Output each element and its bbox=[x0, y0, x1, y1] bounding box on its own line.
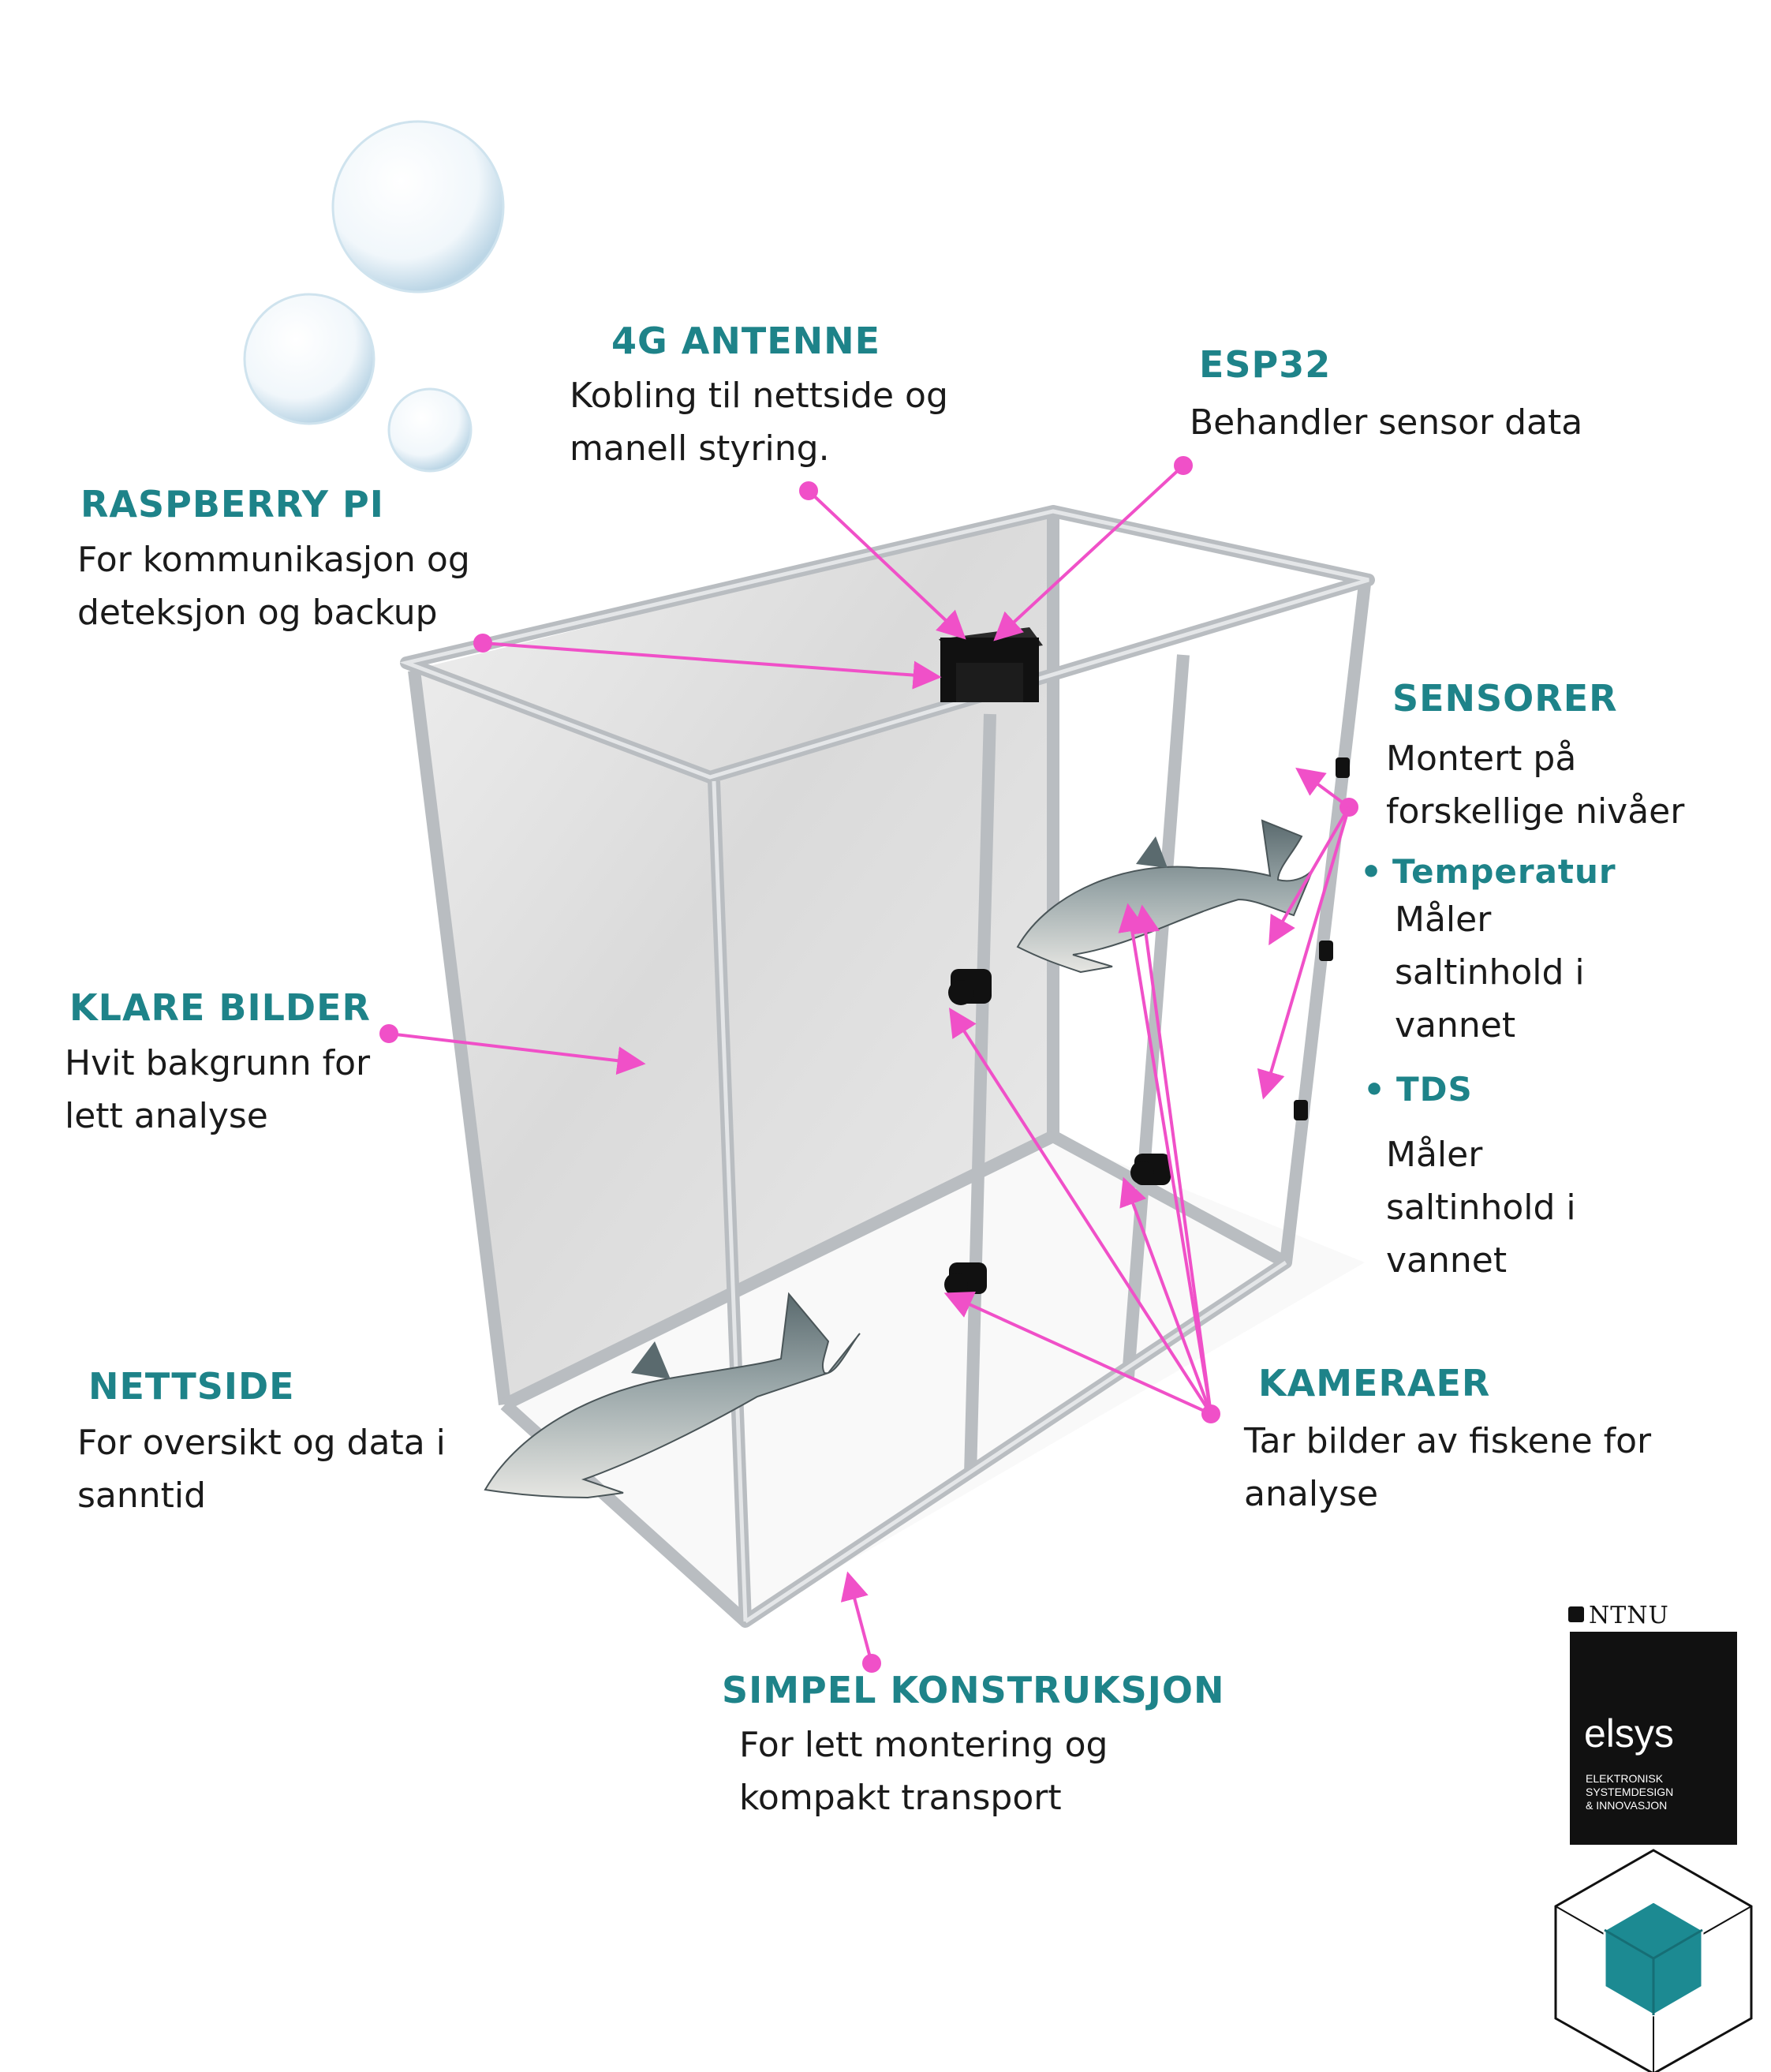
nettside-title: NETTSIDE bbox=[88, 1365, 295, 1408]
nettside-line-1: For oversikt og data i bbox=[77, 1416, 446, 1469]
klare-bilder-title: KLARE BILDER bbox=[69, 986, 371, 1029]
kameraer-line-2: analyse bbox=[1244, 1468, 1651, 1520]
kameraer-description: Tar bilder av fiskene for analyse bbox=[1244, 1415, 1651, 1520]
antenne-title: 4G ANTENNE bbox=[611, 320, 880, 362]
elsys-logo-subtitle: ELEKTRONISK SYSTEMDESIGN & INNOVASJON bbox=[1586, 1772, 1736, 1812]
tds-line-3: vannet bbox=[1386, 1234, 1576, 1287]
simpel-konstruksjon-title: SIMPEL KONSTRUKSJON bbox=[722, 1669, 1224, 1711]
temperatur-description: Måler saltinhold i vannet bbox=[1395, 893, 1585, 1052]
temperatur-line-3: vannet bbox=[1395, 999, 1585, 1052]
raspberry-pi-line-2: deteksjon og backup bbox=[77, 586, 470, 639]
antenne-line-1: Kobling til nettside og bbox=[570, 369, 948, 422]
ntnu-logo-mark-icon bbox=[1568, 1606, 1584, 1622]
ntnu-logo-text: NTNU bbox=[1589, 1602, 1669, 1629]
temperatur-bullet: • bbox=[1360, 852, 1382, 892]
sensorer-title: SENSORER bbox=[1392, 677, 1618, 720]
elsys-cube-icon bbox=[1556, 1850, 1751, 2072]
bubble-medium bbox=[245, 294, 374, 424]
raspberry-pi-description: For kommunikasjon og deteksjon og backup bbox=[77, 533, 470, 639]
bubble-small bbox=[389, 389, 471, 471]
simpel-konstruksjon-description: For lett montering og kompakt transport bbox=[739, 1719, 1108, 1824]
sensorer-line-1: Montert på bbox=[1386, 732, 1684, 785]
simpel-konstruksjon-line-2: kompakt transport bbox=[739, 1771, 1108, 1824]
tds-line-2: saltinhold i bbox=[1386, 1181, 1576, 1234]
electronics-box bbox=[939, 627, 1043, 702]
klare-bilder-description: Hvit bakgrunn for lett analyse bbox=[65, 1037, 370, 1143]
temperatur-title: Temperatur bbox=[1392, 852, 1616, 891]
nettside-description: For oversikt og data i sanntid bbox=[77, 1416, 446, 1522]
tds-line-1: Måler bbox=[1386, 1128, 1576, 1181]
sensorer-line-2: forskellige nivåer bbox=[1386, 785, 1684, 838]
klare-bilder-line-2: lett analyse bbox=[65, 1090, 370, 1143]
sensorer-description: Montert på forskellige nivåer bbox=[1386, 732, 1684, 838]
tds-description: Måler saltinhold i vannet bbox=[1386, 1128, 1576, 1287]
temperatur-line-1: Måler bbox=[1395, 893, 1585, 946]
bubble-large bbox=[333, 122, 503, 292]
raspberry-pi-title: RASPBERRY PI bbox=[80, 483, 384, 525]
tds-bullet: • bbox=[1363, 1070, 1385, 1110]
kameraer-title: KAMERAER bbox=[1258, 1362, 1490, 1404]
antenne-line-2: manell styring. bbox=[570, 422, 948, 475]
raspberry-pi-line-1: For kommunikasjon og bbox=[77, 533, 470, 586]
temperatur-line-2: saltinhold i bbox=[1395, 946, 1585, 999]
klare-bilder-line-1: Hvit bakgrunn for bbox=[65, 1037, 370, 1090]
tds-title: TDS bbox=[1396, 1070, 1473, 1109]
esp32-line-1: Behandler sensor data bbox=[1190, 396, 1582, 449]
simpel-konstruksjon-line-1: For lett montering og bbox=[739, 1719, 1108, 1771]
esp32-title: ESP32 bbox=[1199, 343, 1331, 386]
bubbles bbox=[245, 122, 503, 471]
nettside-line-2: sanntid bbox=[77, 1469, 446, 1522]
esp32-description: Behandler sensor data bbox=[1190, 396, 1582, 449]
elsys-logo-brand: elsys bbox=[1584, 1711, 1674, 1756]
kameraer-line-1: Tar bilder av fiskene for bbox=[1244, 1415, 1651, 1468]
antenne-description: Kobling til nettside og manell styring. bbox=[570, 369, 948, 475]
